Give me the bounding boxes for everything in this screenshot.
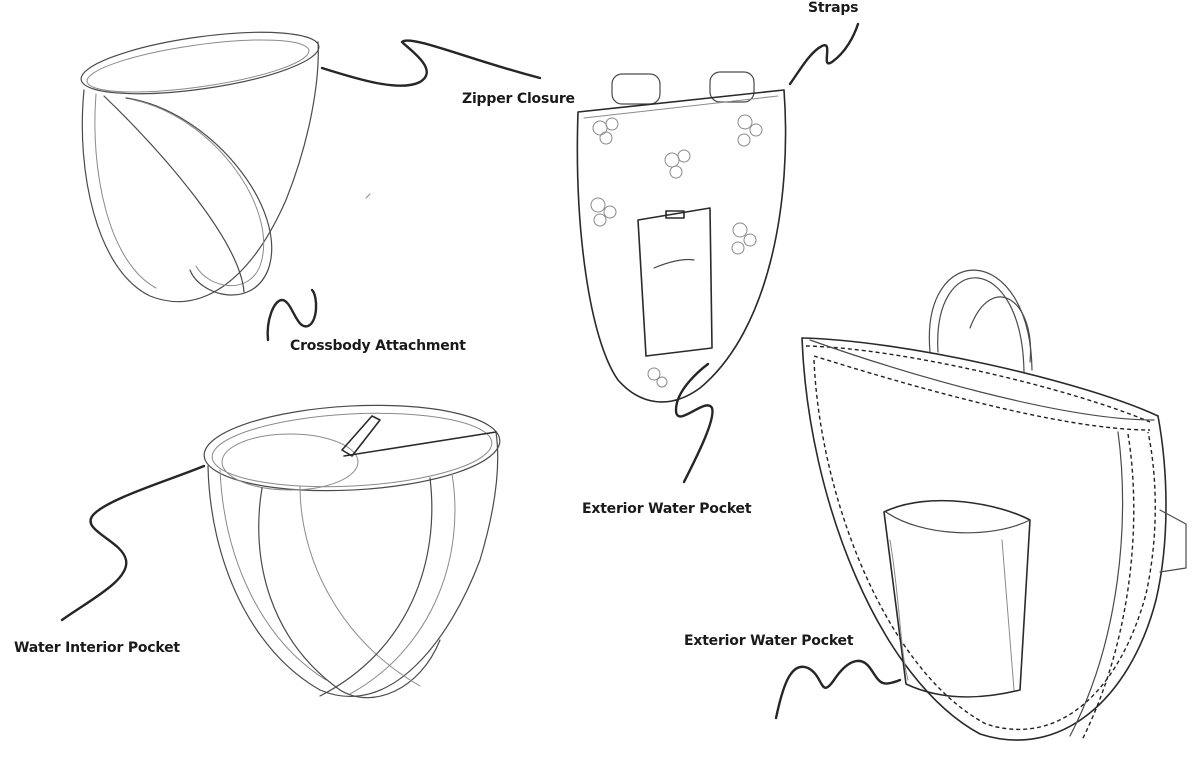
- front-bag-sketch: [576, 71, 787, 403]
- crossbody-attachment-label: Crossbody Attachment: [290, 338, 466, 354]
- leader-lines: [60, 22, 902, 720]
- exterior-pocket-side-leader: [774, 659, 902, 720]
- zipper-leader: [320, 39, 542, 87]
- interior-pocket-bag-sketch: [203, 404, 501, 699]
- exterior-water-pocket-front-label: Exterior Water Pocket: [582, 501, 752, 517]
- water-interior-pocket-label: Water Interior Pocket: [14, 640, 180, 656]
- crossbody-bag-sketch: [80, 31, 371, 303]
- interior-pocket-leader: [60, 464, 206, 622]
- zipper-closure-label: Zipper Closure: [462, 91, 575, 107]
- crossbody-leader: [266, 288, 318, 342]
- exterior-pocket-front-leader: [674, 362, 714, 484]
- exterior-water-pocket-side-label: Exterior Water Pocket: [684, 633, 854, 649]
- straps-leader: [788, 22, 860, 86]
- side-bag-sketch: [801, 269, 1187, 741]
- straps-label: Straps: [808, 0, 859, 16]
- flower-pattern: [590, 114, 763, 388]
